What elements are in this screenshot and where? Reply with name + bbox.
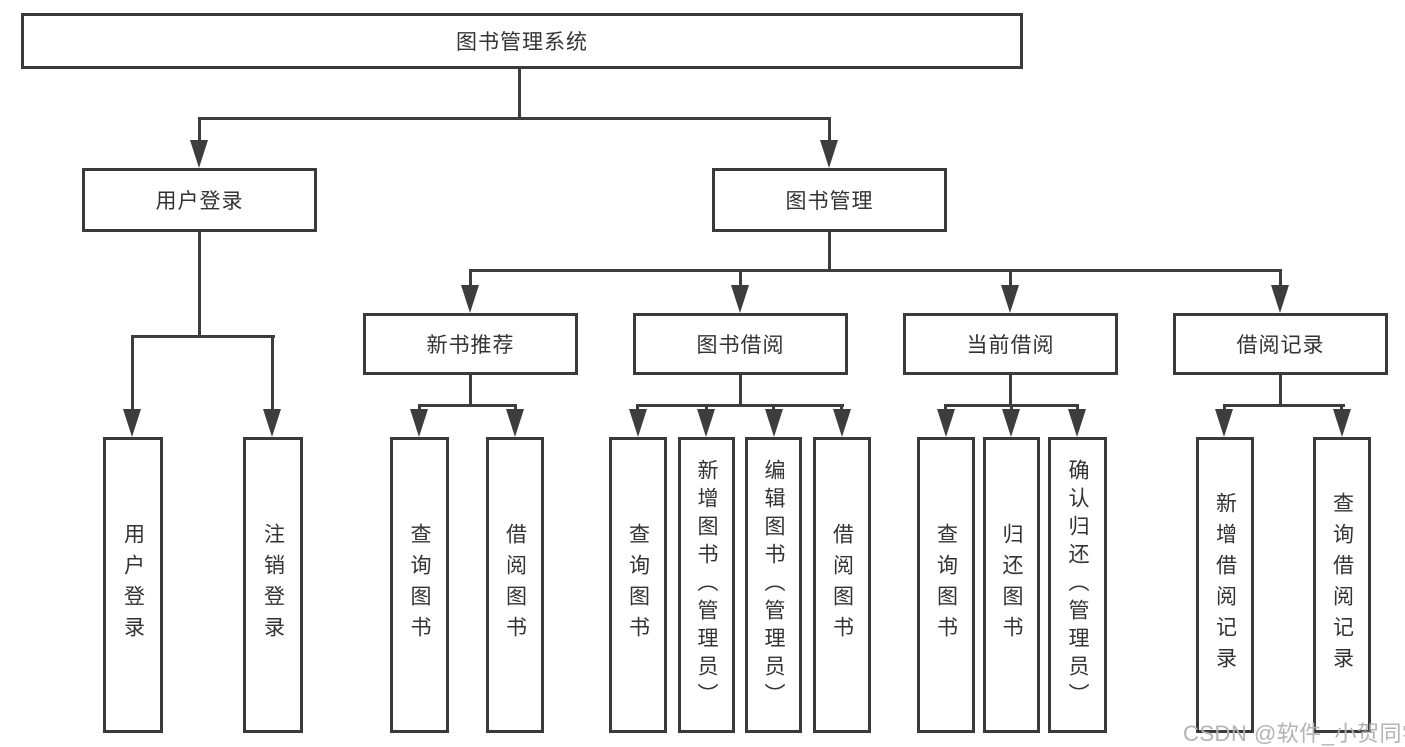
connector-line: [198, 232, 201, 338]
arrow-down-icon: [506, 409, 524, 437]
leaf-label: 借阅图书: [503, 523, 527, 647]
node-book-management: 图书管理: [712, 168, 947, 232]
leaf-borrow-books-borrow: 借阅图书: [813, 437, 871, 733]
leaf-query-books-newbook: 查询图书: [390, 437, 449, 733]
leaf-borrow-books-newbook: 借阅图书: [486, 437, 544, 733]
arrow-down-icon: [1271, 285, 1289, 313]
leaf-query-books-current: 查询图书: [917, 437, 975, 733]
connector-line: [1223, 404, 1226, 412]
connector-line: [1009, 375, 1012, 406]
connector-line: [739, 269, 742, 287]
arrow-down-icon: [410, 409, 428, 437]
leaf-edit-book-admin: 编辑图书（管理员）: [745, 437, 802, 733]
leaf-label: 编辑图书（管理员）: [762, 459, 785, 711]
leaf-label: 新增图书（管理员）: [695, 459, 718, 711]
leaf-label: 归还图书: [1000, 523, 1023, 647]
connector-line: [944, 404, 947, 412]
arrow-down-icon: [1002, 409, 1020, 437]
connector-line: [131, 335, 134, 411]
connector-line: [198, 117, 831, 120]
connector-line: [1009, 269, 1012, 287]
leaf-label: 查询图书: [626, 523, 650, 647]
node-new-book-recommend: 新书推荐: [363, 313, 578, 375]
leaf-label: 新增借阅记录: [1213, 492, 1237, 678]
connector-line: [828, 117, 831, 143]
connector-line: [1340, 404, 1343, 412]
leaf-user-login: 用户登录: [103, 437, 163, 733]
connector-line: [271, 335, 274, 411]
node-current-borrow: 当前借阅: [903, 313, 1118, 375]
connector-line: [469, 269, 472, 287]
connector-line: [1223, 404, 1345, 407]
leaf-label: 确认归还（管理员）: [1066, 459, 1089, 711]
connector-line: [636, 404, 639, 412]
connector-line: [840, 404, 843, 412]
leaf-label: 查询图书: [934, 523, 958, 647]
connector-line: [198, 117, 201, 143]
arrow-down-icon: [263, 409, 281, 437]
leaf-add-book-admin: 新增图书（管理员）: [678, 437, 735, 733]
connector-line: [705, 404, 708, 412]
connector-line: [772, 404, 775, 412]
leaf-confirm-return-admin: 确认归还（管理员）: [1048, 437, 1107, 733]
connector-line: [828, 232, 831, 272]
leaf-label: 查询借阅记录: [1330, 492, 1354, 678]
connector-line: [1279, 269, 1282, 287]
node-book-borrow: 图书借阅: [633, 313, 848, 375]
connector-line: [469, 269, 1282, 272]
arrow-down-icon: [937, 409, 955, 437]
leaf-label: 用户登录: [121, 523, 145, 647]
arrow-down-icon: [731, 285, 749, 313]
arrow-down-icon: [1333, 409, 1351, 437]
watermark: CSDN @软件_小贺同学: [1183, 721, 1405, 746]
connector-line: [636, 404, 844, 407]
node-root-library-system: 图书管理系统: [21, 13, 1023, 69]
connector-line: [1010, 404, 1013, 412]
connector-line: [418, 404, 421, 412]
connector-line: [131, 335, 275, 338]
arrow-down-icon: [190, 140, 208, 168]
connector-line: [1279, 375, 1282, 406]
arrow-down-icon: [820, 140, 838, 168]
arrow-down-icon: [1215, 409, 1233, 437]
connector-line: [739, 375, 742, 406]
arrow-down-icon: [1068, 409, 1086, 437]
connector-line: [514, 404, 517, 412]
connector-line: [469, 375, 472, 406]
arrow-down-icon: [123, 409, 141, 437]
arrow-down-icon: [765, 409, 783, 437]
connector-line: [1076, 404, 1079, 412]
arrow-down-icon: [1001, 285, 1019, 313]
arrow-down-icon: [629, 409, 647, 437]
node-borrow-records: 借阅记录: [1173, 313, 1388, 375]
leaf-label: 注销登录: [261, 523, 285, 647]
node-user-login: 用户登录: [82, 168, 317, 232]
arrow-down-icon: [833, 409, 851, 437]
arrow-down-icon: [461, 285, 479, 313]
leaf-label: 借阅图书: [830, 523, 854, 647]
leaf-add-borrow-record: 新增借阅记录: [1196, 437, 1254, 733]
leaf-query-books-borrow: 查询图书: [609, 437, 667, 733]
connector-line: [418, 404, 517, 407]
arrow-down-icon: [697, 409, 715, 437]
leaf-logout: 注销登录: [243, 437, 303, 733]
leaf-label: 查询图书: [408, 523, 431, 647]
leaf-return-book: 归还图书: [983, 437, 1040, 733]
connector-line: [518, 69, 521, 120]
leaf-query-borrow-record: 查询借阅记录: [1313, 437, 1371, 733]
